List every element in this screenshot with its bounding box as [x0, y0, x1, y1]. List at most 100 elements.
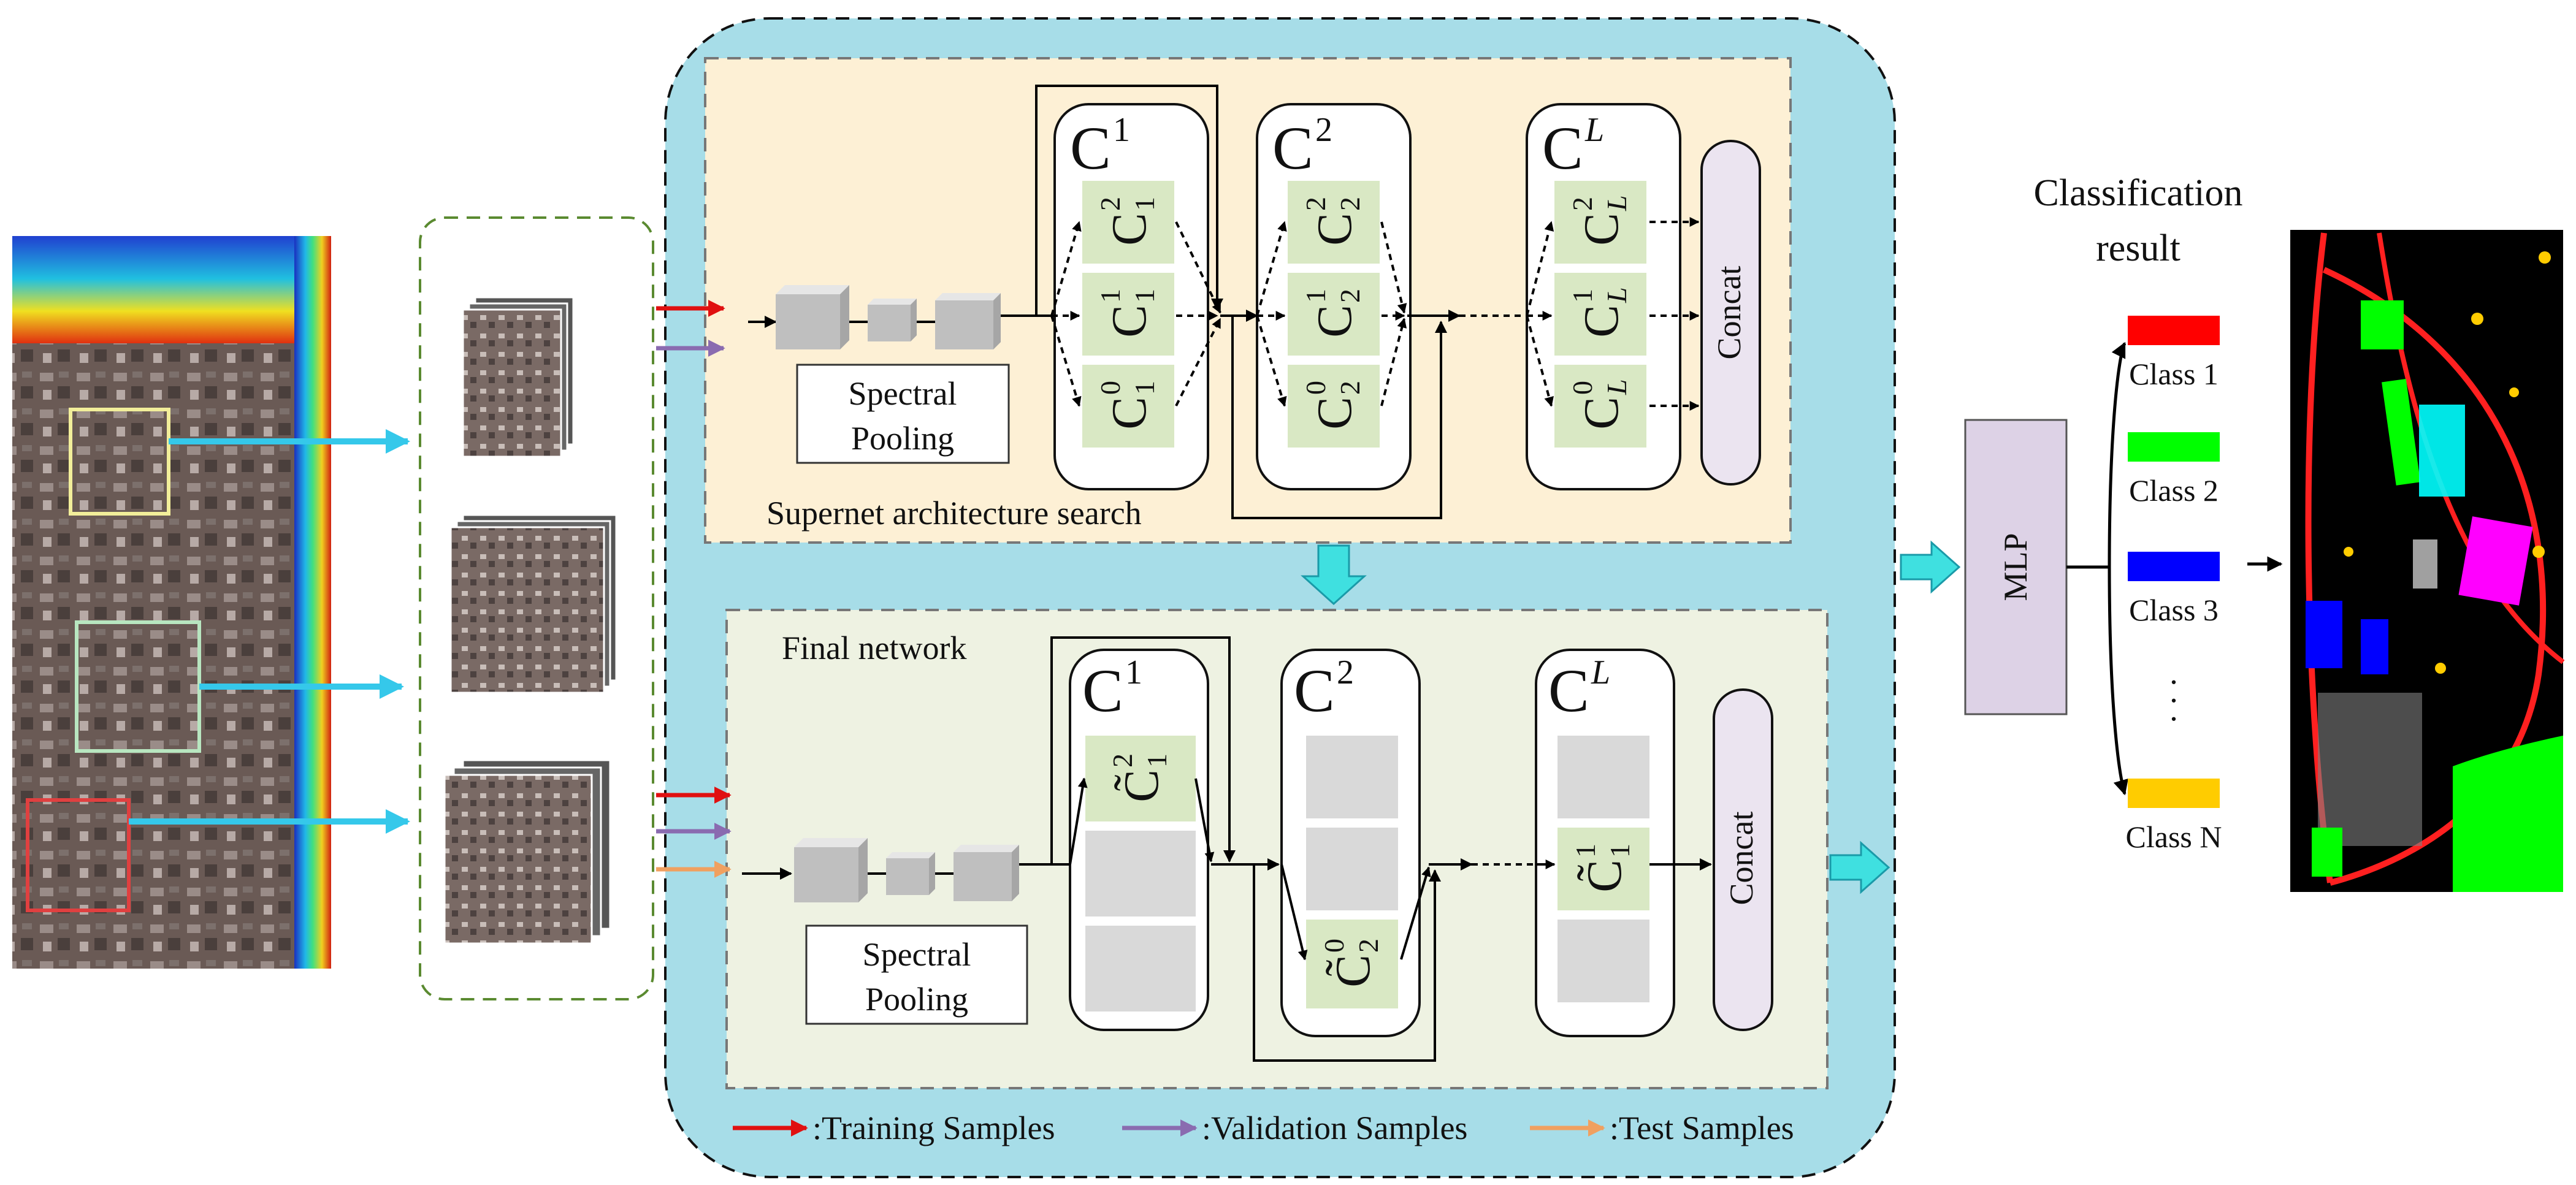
svg-text:C: C — [1308, 305, 1362, 337]
search-cell-1-name: C — [1070, 114, 1111, 182]
mlp-block — [1964, 419, 2068, 715]
class-item-1: Class 1 — [2128, 316, 2220, 391]
svg-text:C: C — [1308, 397, 1362, 429]
legend: :Training Samples :Validation Samples :Tes… — [733, 1110, 1794, 1146]
svg-text:2: 2 — [1300, 197, 1331, 211]
final-spectral-pooling-box — [805, 924, 1028, 1025]
search-to-final-arrow — [1301, 544, 1367, 606]
patches-container — [419, 216, 654, 1000]
svg-text:1: 1 — [1604, 844, 1635, 858]
search-pooling-label-1: Spectral — [849, 375, 957, 412]
search-pooling-label-2: Pooling — [851, 420, 954, 457]
search-concat-block — [1700, 140, 1761, 486]
class-swatch — [2128, 779, 2220, 808]
search-cell-2-sub: 2 — [1315, 111, 1332, 149]
svg-text:0: 0 — [1095, 381, 1126, 395]
final-concat-block — [1713, 688, 1773, 1031]
search-cell-2-name: C — [1272, 114, 1313, 182]
svg-text:1: 1 — [1567, 289, 1598, 303]
patch-box-yellow — [69, 408, 170, 516]
final-pooling-label-2: Pooling — [865, 981, 968, 1018]
class-item-2: Class 2 — [2128, 432, 2220, 508]
legend-label: :Training Samples — [812, 1110, 1055, 1146]
class-item-4: Class N — [2126, 779, 2222, 854]
legend-item-2: :Validation Samples — [1122, 1110, 1467, 1146]
patch-extraction-arrows — [129, 429, 410, 834]
svg-text:C: C — [1103, 397, 1156, 429]
final-input-arrows — [656, 787, 732, 878]
class-label: Class 1 — [2129, 357, 2219, 391]
svg-text:2: 2 — [1334, 197, 1366, 211]
svg-text:C: C — [1103, 213, 1156, 245]
search-cell-1: C 1 — [1053, 103, 1209, 490]
final-cell-2-name: C — [1294, 657, 1335, 725]
svg-text:L: L — [1601, 287, 1632, 303]
class-swatch — [2128, 432, 2220, 462]
search-pooling-cubes — [748, 285, 1001, 349]
legend-item-1: :Training Samples — [733, 1110, 1055, 1146]
svg-text:1: 1 — [1141, 753, 1172, 768]
svg-text:2: 2 — [1353, 939, 1384, 953]
svg-text:1: 1 — [1129, 197, 1160, 211]
search-cell-1-sub: 1 — [1113, 111, 1130, 149]
search-connections — [1001, 85, 1700, 519]
search-cell-2: C 2 — [1256, 103, 1412, 490]
to-mlp-arrow — [1900, 540, 1961, 594]
result-title-2: result — [2096, 227, 2180, 269]
final-cell-1-name: C — [1082, 657, 1123, 725]
svg-text:.: . — [2169, 691, 2178, 728]
svg-text:1: 1 — [1129, 289, 1160, 303]
svg-text:1: 1 — [1095, 289, 1126, 303]
svg-text:.: . — [2169, 673, 2178, 709]
svg-text:2: 2 — [1567, 197, 1598, 211]
final-cell-2: C 2 — [1280, 649, 1421, 1037]
legend-label: :Validation Samples — [1202, 1110, 1467, 1146]
class-swatch — [2128, 316, 2220, 345]
patch-stack-3 — [443, 759, 611, 945]
final-title: Final network — [782, 630, 966, 666]
mlp-output-arrows — [2066, 341, 2128, 796]
search-title: Supernet architecture search — [766, 495, 1142, 532]
svg-text:.: . — [2169, 654, 2178, 691]
patch-stack-2 — [449, 514, 617, 694]
cube-top-face — [12, 236, 331, 343]
svg-text:C̃: C̃ — [1578, 859, 1632, 892]
final-concat-label: Concat — [1723, 812, 1760, 905]
legend-item-3: :Test Samples — [1530, 1110, 1794, 1146]
class-swatch — [2128, 552, 2220, 581]
mlp-label: MLP — [1997, 533, 2034, 601]
svg-text:C̃: C̃ — [1326, 954, 1380, 987]
search-cell-L-sub: L — [1584, 111, 1604, 149]
svg-text:C: C — [1308, 213, 1362, 245]
svg-text:2: 2 — [1107, 753, 1138, 768]
hyperspectral-cube — [12, 236, 331, 969]
svg-text:C: C — [1575, 213, 1629, 245]
search-input-arrows — [656, 300, 725, 357]
svg-text:0: 0 — [1567, 381, 1598, 395]
svg-text:1: 1 — [1570, 844, 1601, 858]
patch-box-red — [26, 798, 131, 912]
final-connections — [1019, 636, 1712, 1062]
final-cell-1-sub: 1 — [1125, 653, 1142, 692]
result-ellipsis: . . . — [2169, 654, 2178, 728]
svg-text:0: 0 — [1300, 381, 1331, 395]
search-cell-L: C L — [1526, 103, 1681, 490]
final-cell-2-sub: 2 — [1337, 653, 1354, 692]
svg-text:2: 2 — [1095, 197, 1126, 211]
svg-text:0: 0 — [1318, 939, 1350, 953]
final-cell-1: C 1 — [1069, 649, 1209, 1031]
search-cell-L-name: C — [1542, 114, 1583, 182]
